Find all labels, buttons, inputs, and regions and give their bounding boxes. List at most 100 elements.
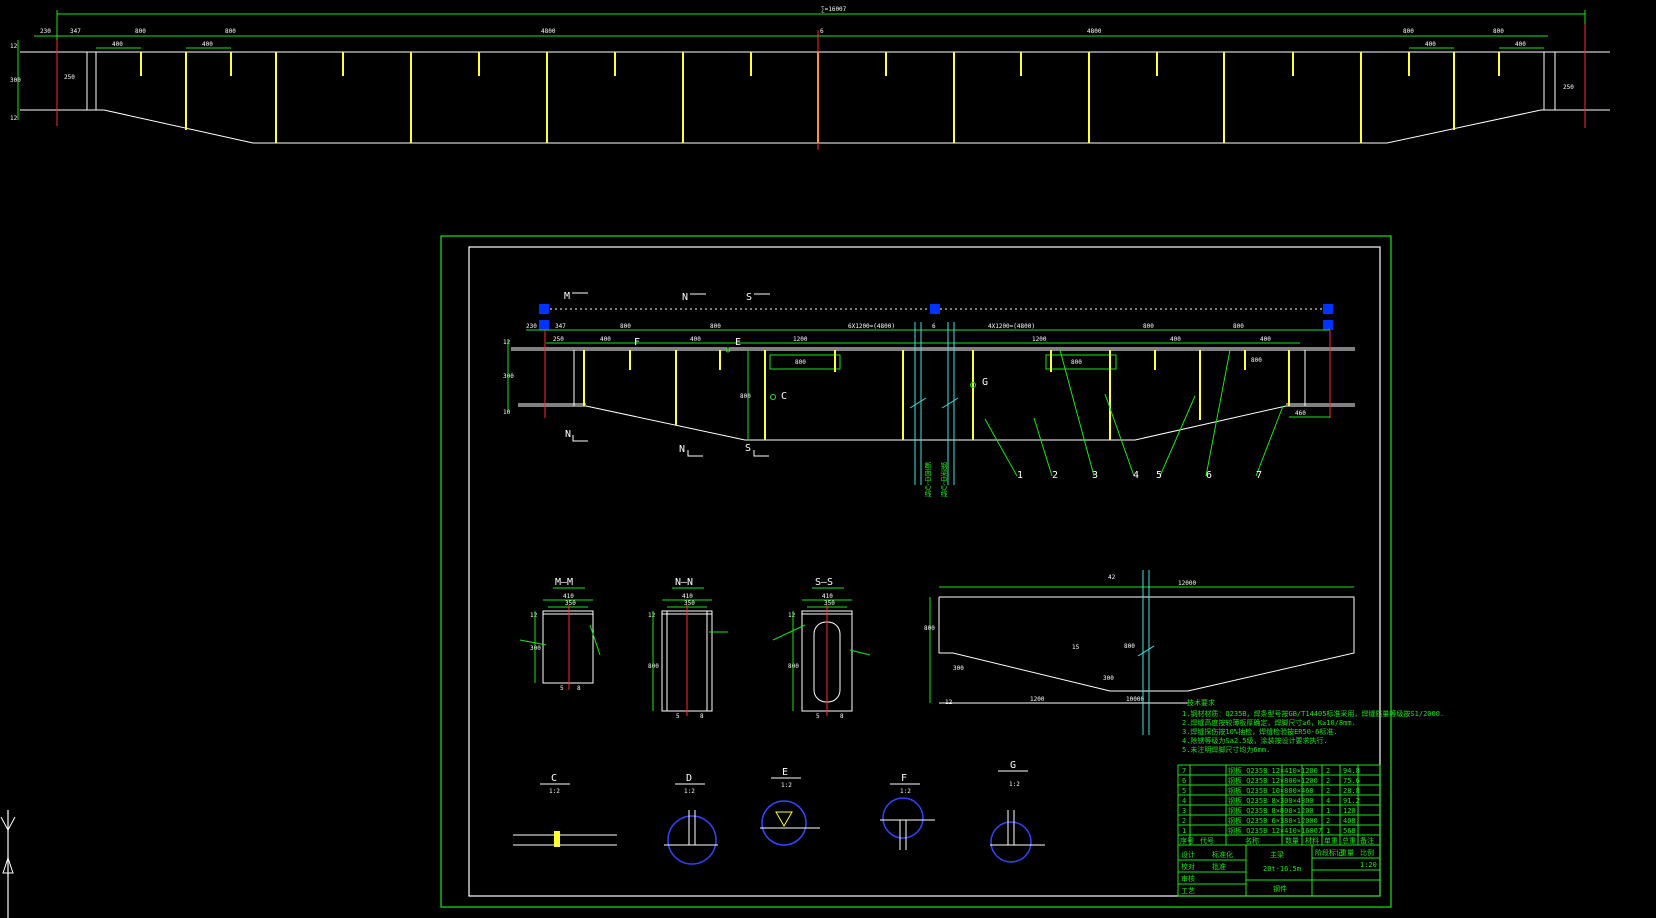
callout-1: 1	[1017, 470, 1023, 481]
cut-label-s-top: S	[746, 292, 752, 303]
header-qty: 数量	[1285, 836, 1299, 845]
section-n-width-2: 350	[684, 600, 695, 607]
full-stiffeners	[185, 52, 1455, 143]
break-lines	[909, 322, 959, 485]
section-m-width-2: 350	[565, 600, 576, 607]
section-s-title: S—S	[815, 577, 833, 588]
section-s-width-2: 350	[824, 600, 835, 607]
section-s-width-1: 410	[822, 593, 833, 600]
sheet-sub-dim-3: 400	[690, 336, 701, 343]
part-row-6-mass: 408	[1343, 817, 1356, 825]
cut-arrow-n-bottom-1	[572, 435, 588, 442]
parts-list-grid	[1178, 765, 1380, 896]
detail-e-scale: 1:2	[781, 782, 792, 789]
header-unit-mass: 单重	[1324, 836, 1338, 845]
detail-e-title: E	[782, 767, 788, 778]
header-name: 名称	[1245, 836, 1259, 845]
part-row-5-mass: 120	[1343, 807, 1356, 815]
plan-bottom-dim-2: 10000	[1126, 696, 1144, 703]
plan-top-dim-2: 12000	[1178, 580, 1196, 587]
sheet-outer-border	[440, 235, 1392, 908]
detail-c-title: C	[551, 773, 557, 784]
part-row-5-no: 3	[1182, 807, 1186, 815]
sub-dim-3: 400	[1425, 41, 1436, 48]
part-row-5-name: 钢板 Q235B 8×800×1200	[1228, 806, 1314, 815]
detail-f-scale: 1:2	[900, 788, 911, 795]
drawing-footer: 钢件	[1273, 884, 1287, 893]
sub-dim-4: 400	[1515, 41, 1526, 48]
part-row-1-mass: 94.8	[1343, 767, 1360, 775]
grip-mid[interactable]	[930, 304, 940, 314]
detail-mark-g: G	[982, 377, 988, 388]
grip-left[interactable]	[539, 304, 549, 314]
part-row-2-name: 钢板 Q235B 12×800×1200	[1228, 776, 1318, 785]
inner-dim-3: 800	[740, 393, 751, 400]
height-dim-1: 12	[10, 43, 18, 50]
section-n: N—N 410 350 12 800 5 8	[648, 577, 728, 720]
cut-arrow-n-bottom-2	[687, 450, 703, 457]
part-row-4-mass: 91.2	[1343, 797, 1360, 805]
grip-right[interactable]	[1323, 304, 1333, 314]
part-row-2-no: 6	[1182, 777, 1186, 785]
section-s-height-2: 800	[788, 663, 799, 670]
sheet-inner-border	[468, 246, 1381, 897]
plan-outline	[938, 596, 1355, 692]
sheet-sub-dim-2: 400	[600, 336, 611, 343]
callout-6: 6	[1206, 470, 1212, 481]
span-dim-2: 347	[70, 28, 81, 35]
notes-line-4: 4.除锈等级为Sa2.5级，涂装按设计要求执行.	[1182, 736, 1328, 745]
end-box-right	[1554, 51, 1586, 111]
section-s: S—S 410 350 12 800 5 8	[772, 577, 871, 720]
meta-stage: 阶段标记	[1315, 848, 1343, 857]
section-m-weld-leader-1	[519, 639, 547, 646]
sheet-span-dim-1: 230	[526, 323, 537, 330]
section-n-foot-2: 8	[700, 713, 704, 720]
header-material: 材料	[1305, 836, 1319, 845]
part-row-6-qty: 2	[1326, 817, 1330, 825]
part-row-1-qty: 2	[1326, 767, 1330, 775]
sheet-sub-dim-1: 250	[553, 336, 564, 343]
break-note-1: 断面中心线	[924, 461, 932, 497]
part-row-3-qty: 2	[1326, 787, 1330, 795]
detail-g-scale: 1:2	[1009, 781, 1020, 788]
part-row-2-mass: 75.6	[1343, 777, 1360, 785]
end-dim-right: 250	[1563, 84, 1574, 91]
section-m-title: M—M	[555, 577, 573, 588]
cut-label-n-bottom-2: N	[679, 444, 685, 455]
sheet-sub-dim-6: 400	[1170, 336, 1181, 343]
section-m-width-1: 410	[563, 593, 574, 600]
span-dim-6: 4800	[1087, 28, 1102, 35]
notes-line-5: 5.未注明焊脚尺寸均为6mm.	[1182, 745, 1270, 754]
detail-c: C 1:2	[513, 773, 617, 847]
inner-dim-2: 800	[1071, 359, 1082, 366]
section-n-foot-1: 5	[676, 713, 680, 720]
callout-3: 3	[1092, 470, 1098, 481]
meta-weight: 重量	[1340, 849, 1354, 857]
notes-line-2: 2.焊缝高度按较薄板厚确定，焊脚尺寸≥6，K≥10/8mm.	[1182, 718, 1356, 727]
part-row-6-name: 钢板 Q235B 6×380×12000	[1228, 816, 1318, 825]
detail-mark-c-circle	[770, 394, 776, 400]
header-no: 序号	[1180, 836, 1194, 845]
inner-dim-1: 800	[795, 359, 806, 366]
section-m-height-2: 300	[530, 645, 541, 652]
part-row-7-mass: 568	[1343, 827, 1356, 835]
grip-right-2[interactable]	[1323, 320, 1333, 330]
sheet-span-dim-7: 4X1200=(4800)	[988, 323, 1035, 330]
detail-d-scale: 1:2	[684, 788, 695, 795]
detail-g-circle	[990, 821, 1032, 863]
part-row-3-name: 钢板 Q235B 10×800×460	[1228, 786, 1314, 795]
header-code: 代号	[1200, 836, 1214, 845]
plan-top-dim-1: 42	[1108, 574, 1116, 581]
break-note-2: 钢梁中心线	[940, 461, 948, 497]
sheet-span-dim-5: 6X1200=(4800)	[848, 323, 895, 330]
part-row-4-qty: 4	[1326, 797, 1330, 805]
header-remark: 备注	[1360, 836, 1374, 845]
height-dim-2: 300	[10, 77, 21, 84]
grip-left-2[interactable]	[539, 320, 549, 330]
drawing-subtitle: 20t-16.5m	[1263, 865, 1301, 873]
ucs-icon	[0, 810, 16, 918]
detail-mark-e: E	[735, 337, 741, 348]
short-stiffeners	[140, 52, 1500, 76]
detail-g-title: G	[1010, 760, 1016, 771]
